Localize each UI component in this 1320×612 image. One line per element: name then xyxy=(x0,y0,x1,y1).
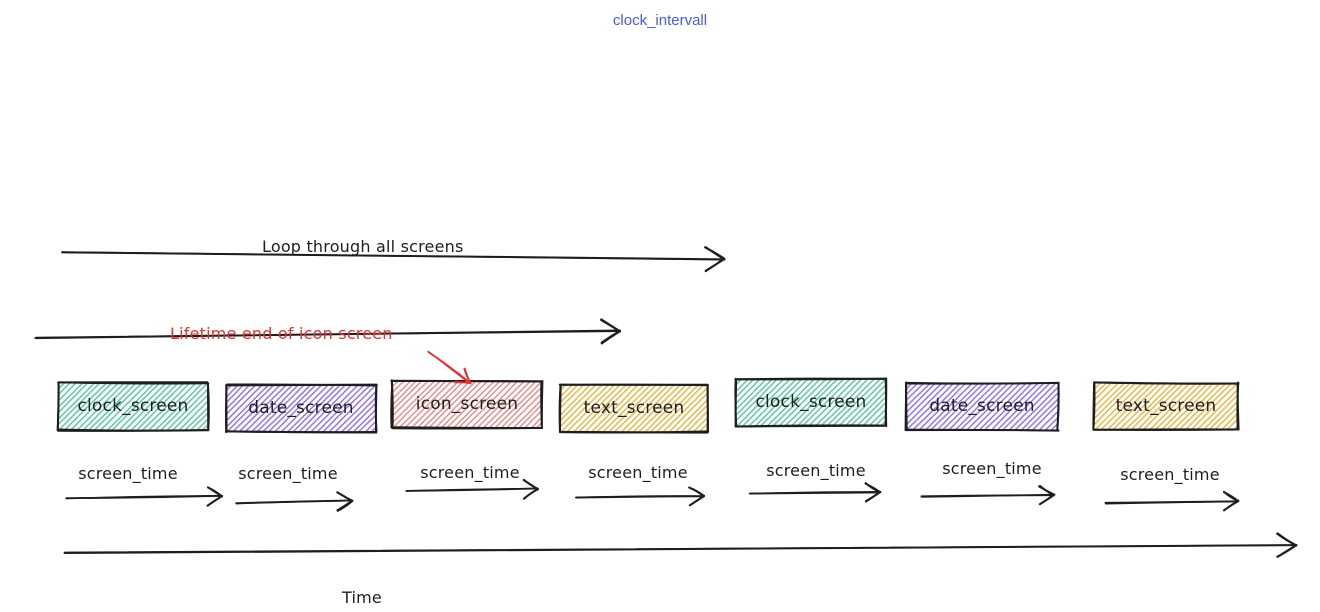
screen-box[interactable] xyxy=(345,379,632,430)
screen-time-arrow xyxy=(405,478,540,500)
lifetime-arrow xyxy=(34,318,622,345)
screen-box[interactable] xyxy=(689,377,975,428)
screen-time-arrow xyxy=(574,486,706,507)
screen-time-arrow xyxy=(1104,490,1240,512)
screen-box[interactable] xyxy=(1047,381,1320,431)
screen-box[interactable] xyxy=(11,381,298,432)
screen-time-arrow xyxy=(920,484,1056,506)
time-axis-arrow xyxy=(63,532,1298,558)
screen-time-arrow xyxy=(65,486,224,507)
screen-time-arrow xyxy=(235,491,354,512)
screen-box[interactable] xyxy=(859,381,1145,432)
loop-arrow xyxy=(61,246,726,273)
screen-box[interactable] xyxy=(179,383,466,434)
screen-box[interactable] xyxy=(513,383,800,434)
screen-time-arrow xyxy=(748,482,882,503)
page-title: clock_intervall xyxy=(612,12,708,29)
icon-screen-pointer xyxy=(427,350,472,385)
